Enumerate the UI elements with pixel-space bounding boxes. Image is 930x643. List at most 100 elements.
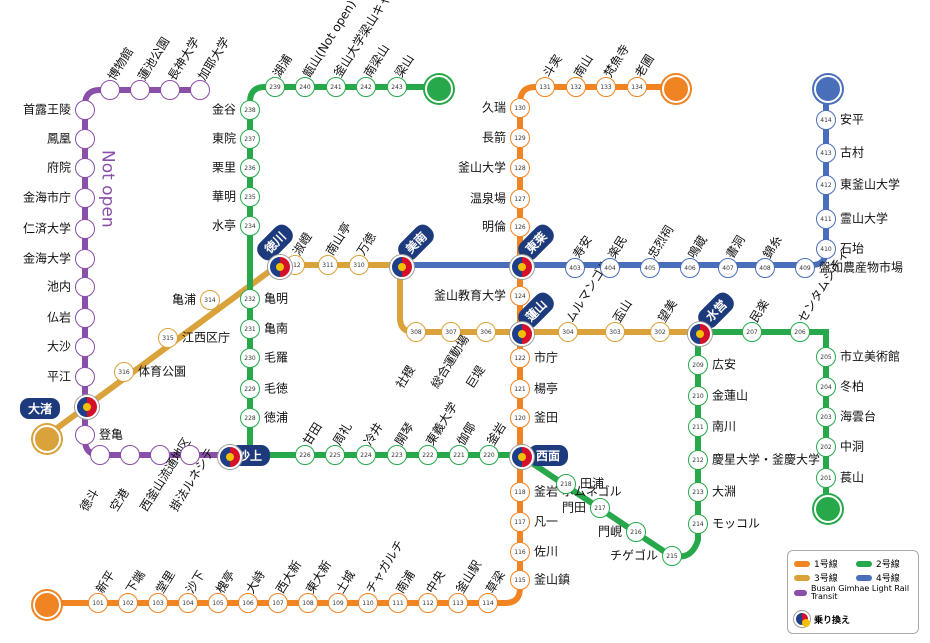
- station-marker[interactable]: 236: [240, 158, 260, 178]
- station-marker[interactable]: 211: [688, 417, 708, 437]
- station-marker[interactable]: 210: [688, 386, 708, 406]
- station-marker[interactable]: 201: [816, 468, 836, 488]
- station-marker[interactable]: 240: [295, 77, 315, 97]
- station-marker[interactable]: [75, 425, 95, 445]
- station-marker[interactable]: [160, 80, 180, 100]
- station-marker[interactable]: 131: [535, 77, 555, 97]
- transfer-icon[interactable]: [268, 255, 292, 279]
- transfer-icon[interactable]: [510, 255, 534, 279]
- station-marker[interactable]: 218: [556, 474, 576, 494]
- station-marker[interactable]: 104: [178, 593, 198, 613]
- station-marker[interactable]: [190, 80, 210, 100]
- station-marker[interactable]: 115: [510, 570, 530, 590]
- station-marker[interactable]: 134: [627, 77, 647, 97]
- station-marker[interactable]: 302: [650, 322, 670, 342]
- station-marker[interactable]: 403: [565, 258, 585, 278]
- station-marker[interactable]: 310: [349, 255, 369, 275]
- station-marker[interactable]: 216: [626, 522, 646, 542]
- station-marker[interactable]: 110: [358, 593, 378, 613]
- station-marker[interactable]: 202: [816, 437, 836, 457]
- station-marker[interactable]: 122: [510, 348, 530, 368]
- station-marker[interactable]: 307: [441, 322, 461, 342]
- station-marker[interactable]: 411: [816, 209, 836, 229]
- station-marker[interactable]: 231: [240, 319, 260, 339]
- station-marker[interactable]: 106: [238, 593, 258, 613]
- station-marker[interactable]: 127: [510, 189, 530, 209]
- station-marker[interactable]: 239: [265, 77, 285, 97]
- station-marker[interactable]: 315: [158, 328, 178, 348]
- station-marker[interactable]: 405: [640, 258, 660, 278]
- station-marker[interactable]: 213: [688, 482, 708, 502]
- station-marker[interactable]: 129: [510, 128, 530, 148]
- station-marker[interactable]: 222: [418, 445, 438, 465]
- station-marker[interactable]: 103: [148, 593, 168, 613]
- transfer-icon[interactable]: [390, 255, 414, 279]
- transfer-tag-daejeo[interactable]: 大渚: [20, 398, 61, 419]
- station-marker[interactable]: 414: [816, 110, 836, 130]
- station-marker[interactable]: 101: [88, 593, 108, 613]
- station-marker[interactable]: 223: [387, 445, 407, 465]
- station-marker[interactable]: 215: [662, 546, 682, 566]
- station-marker[interactable]: [75, 100, 95, 120]
- station-marker[interactable]: [75, 277, 95, 297]
- station-marker[interactable]: 303: [605, 322, 625, 342]
- station-marker[interactable]: [75, 308, 95, 328]
- station-marker[interactable]: 224: [356, 445, 376, 465]
- station-marker[interactable]: 221: [449, 445, 469, 465]
- station-marker[interactable]: 118: [510, 482, 530, 502]
- station-marker[interactable]: 133: [596, 77, 616, 97]
- station-marker[interactable]: 217: [590, 498, 610, 518]
- station-marker[interactable]: 235: [240, 187, 260, 207]
- station-marker[interactable]: 209: [688, 355, 708, 375]
- transfer-tag-seomyeon[interactable]: 西面: [528, 445, 569, 466]
- station-marker[interactable]: 228: [240, 408, 260, 428]
- station-marker[interactable]: 412: [816, 175, 836, 195]
- station-marker[interactable]: 204: [816, 377, 836, 397]
- station-marker[interactable]: 409: [795, 258, 815, 278]
- station-marker[interactable]: 410: [816, 239, 836, 259]
- transfer-icon[interactable]: [510, 322, 534, 346]
- station-marker[interactable]: 206: [790, 322, 810, 342]
- station-marker[interactable]: 304: [558, 322, 578, 342]
- station-marker[interactable]: 207: [742, 322, 762, 342]
- transfer-icon[interactable]: [510, 445, 534, 469]
- station-marker[interactable]: 306: [476, 322, 496, 342]
- station-marker[interactable]: [75, 249, 95, 269]
- station-marker[interactable]: 117: [510, 512, 530, 532]
- station-marker[interactable]: 413: [816, 143, 836, 163]
- station-marker[interactable]: 243: [387, 77, 407, 97]
- station-marker[interactable]: 316: [114, 362, 134, 382]
- station-marker[interactable]: 220: [479, 445, 499, 465]
- station-marker[interactable]: [180, 445, 200, 465]
- station-marker[interactable]: 226: [295, 445, 315, 465]
- station-marker[interactable]: 126: [510, 217, 530, 237]
- station-marker[interactable]: [75, 158, 95, 178]
- station-marker[interactable]: 109: [328, 593, 348, 613]
- station-marker[interactable]: 205: [816, 347, 836, 367]
- station-marker[interactable]: 116: [510, 542, 530, 562]
- station-marker[interactable]: 229: [240, 379, 260, 399]
- station-marker[interactable]: 407: [718, 258, 738, 278]
- station-marker[interactable]: [150, 445, 170, 465]
- station-marker[interactable]: 102: [118, 593, 138, 613]
- station-marker[interactable]: [120, 445, 140, 465]
- station-marker[interactable]: 234: [240, 216, 260, 236]
- station-marker[interactable]: [75, 367, 95, 387]
- station-marker[interactable]: [75, 188, 95, 208]
- station-marker[interactable]: 105: [208, 593, 228, 613]
- station-marker[interactable]: 111: [388, 593, 408, 613]
- station-marker[interactable]: 112: [418, 593, 438, 613]
- station-marker[interactable]: 404: [600, 258, 620, 278]
- station-marker[interactable]: [90, 445, 110, 465]
- station-marker[interactable]: 230: [240, 348, 260, 368]
- station-marker[interactable]: [75, 337, 95, 357]
- station-marker[interactable]: 124: [510, 286, 530, 306]
- station-marker[interactable]: [75, 219, 95, 239]
- station-marker[interactable]: 241: [326, 77, 346, 97]
- station-marker[interactable]: 121: [510, 379, 530, 399]
- transfer-icon[interactable]: [75, 395, 99, 419]
- station-marker[interactable]: 113: [448, 593, 468, 613]
- station-marker[interactable]: 238: [240, 100, 260, 120]
- station-marker[interactable]: 212: [688, 450, 708, 470]
- station-marker[interactable]: 130: [510, 98, 530, 118]
